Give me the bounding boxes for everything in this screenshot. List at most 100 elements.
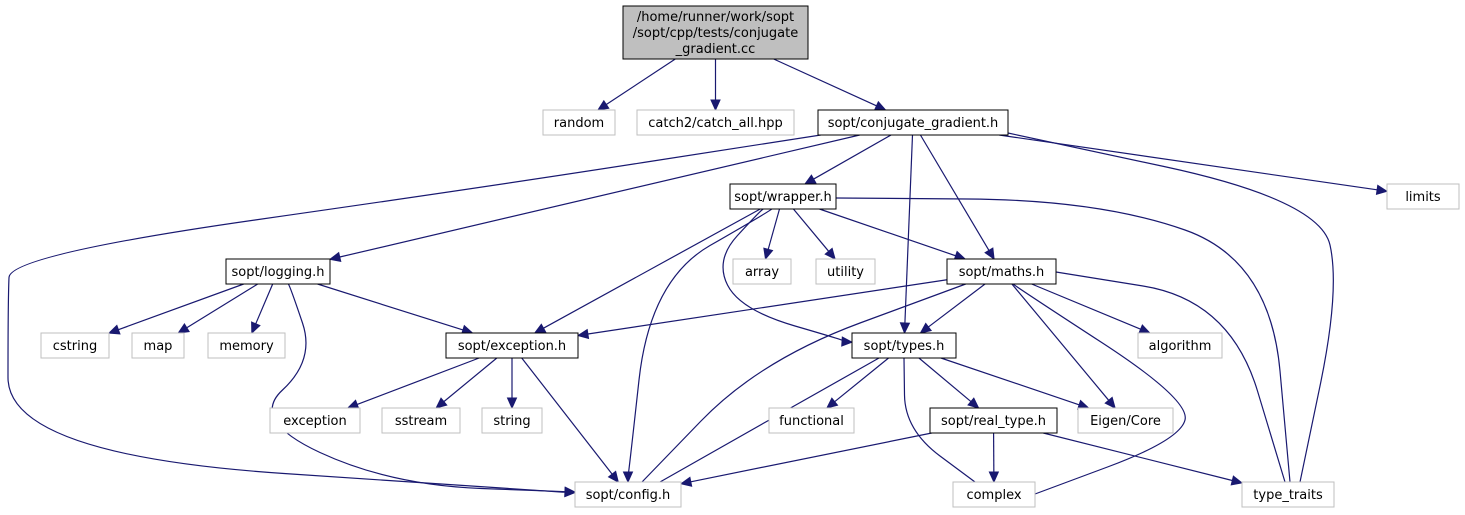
edge-conj_grad-to-wrapper [803,134,892,185]
node-conj-grad[interactable]: sopt/conjugate_gradient.h [817,109,1009,136]
node-maths[interactable]: sopt/maths.h [946,258,1057,285]
edge-arrowhead [841,336,854,347]
edge-arrowhead [1104,396,1116,409]
edge-line [543,208,761,329]
node-label: sopt/exception.h [458,339,566,354]
edge-wrapper-to-config [622,208,773,484]
node-box [929,407,1058,434]
edge-line [443,357,498,403]
edge-wrapper-to-maths [819,208,967,261]
edge-arrowhead [1230,475,1244,486]
edge-wrapper-to-array [763,208,781,261]
edge-arrowhead [506,397,518,410]
edge-line [1011,283,1110,401]
node-label: sopt/conjugate_gradient.h [828,116,999,131]
edge-arrowhead [825,397,839,409]
node-box [1137,332,1223,359]
node-wrapper[interactable]: sopt/wrapper.h [729,183,837,210]
edge-conj_grad-to-logging [328,134,860,263]
node-label: sopt/maths.h [959,265,1045,280]
node-exception-h[interactable]: sopt/exception.h [445,332,579,359]
edge-line [813,134,892,180]
edge-logging-to-cstring [107,283,244,335]
edge-arrowhead [533,323,547,334]
edge-arrowhead [803,174,817,185]
edge-arrowhead [107,324,121,335]
edge-wrapper-to-type_traits [835,197,1291,483]
edge-real_type-to-config [679,432,932,487]
edge-line [641,283,966,483]
node-algorithm: algorithm [1137,332,1223,359]
node-label: map [144,339,173,354]
node-cstring: cstring [40,332,110,359]
edge-real_type-to-complex [988,432,1000,484]
node-label: sopt/real_type.h [941,414,1046,429]
node-label: _gradient.cc [675,42,756,57]
edge-line [605,58,676,105]
node-box [381,407,461,434]
node-label: cstring [53,339,97,354]
edge-maths-to-eigen [1011,283,1116,409]
edge-real_type-to-type_traits [1043,432,1244,486]
node-root[interactable]: /home/runner/work/sopt/sopt/cpp/tests/co… [622,5,809,60]
edge-line [903,357,976,483]
node-box [768,407,855,434]
node-box [574,481,682,508]
node-label: Eigen/Core [1090,414,1161,429]
nodes-layer: /home/runner/work/sopt/sopt/cpp/tests/co… [40,5,1460,508]
edge-logging-to-memory [251,283,274,335]
edge-line [1043,432,1233,482]
edge-line [1012,283,1186,495]
node-box [225,258,331,285]
node-box [729,183,837,210]
edge-line [317,283,464,331]
edge-line [186,283,259,329]
edge-types-to-real_type [918,357,980,409]
edge-types-to-eigen [940,357,1090,410]
edge-logging-to-exception_h [317,283,474,335]
edge-arrowhead [824,247,836,260]
node-map: map [131,332,185,359]
node-array: array [732,258,792,285]
node-eigen: Eigen/Core [1077,407,1174,434]
node-box [207,332,286,359]
node-label: sopt/logging.h [232,265,325,280]
edge-arrowhead [1138,324,1151,334]
edge-arrowhead [346,399,360,410]
edge-arrowhead [251,321,261,335]
node-label: type_traits [1253,488,1323,503]
edge-conj_grad-to-types [899,134,914,335]
edge-logging-to-map [177,283,259,334]
node-label: sstream [395,414,447,429]
node-label: exception [283,414,347,429]
edge-line [767,208,781,250]
edge-exception_h-to-exception [346,357,480,410]
edge-arrowhead [984,247,995,261]
edge-line [118,283,244,331]
edge-maths-to-complex [1012,283,1186,495]
edge-line [928,283,986,328]
node-box [542,109,616,136]
edge-types-to-functional [825,357,889,409]
edge-arrowhead [328,251,342,263]
edge-arrowhead [763,247,774,261]
edge-arrowhead [435,397,448,409]
node-real-type[interactable]: sopt/real_type.h [929,407,1058,434]
node-label: limits [1405,190,1441,205]
node-box [481,407,543,434]
edge-types-to-config [659,357,880,483]
node-label: array [745,265,779,280]
node-label: utility [827,265,864,280]
node-label: random [554,116,604,131]
edge-line [339,134,860,258]
node-logging[interactable]: sopt/logging.h [225,258,331,285]
node-box [636,109,795,136]
node-types[interactable]: sopt/types.h [851,332,957,359]
node-label: sopt/config.h [586,488,671,503]
node-box [851,332,957,359]
edge-line [521,357,613,475]
node-random: random [542,109,616,136]
edge-maths-to-config [641,283,966,483]
node-catch2: catch2/catch_all.hpp [636,109,795,136]
